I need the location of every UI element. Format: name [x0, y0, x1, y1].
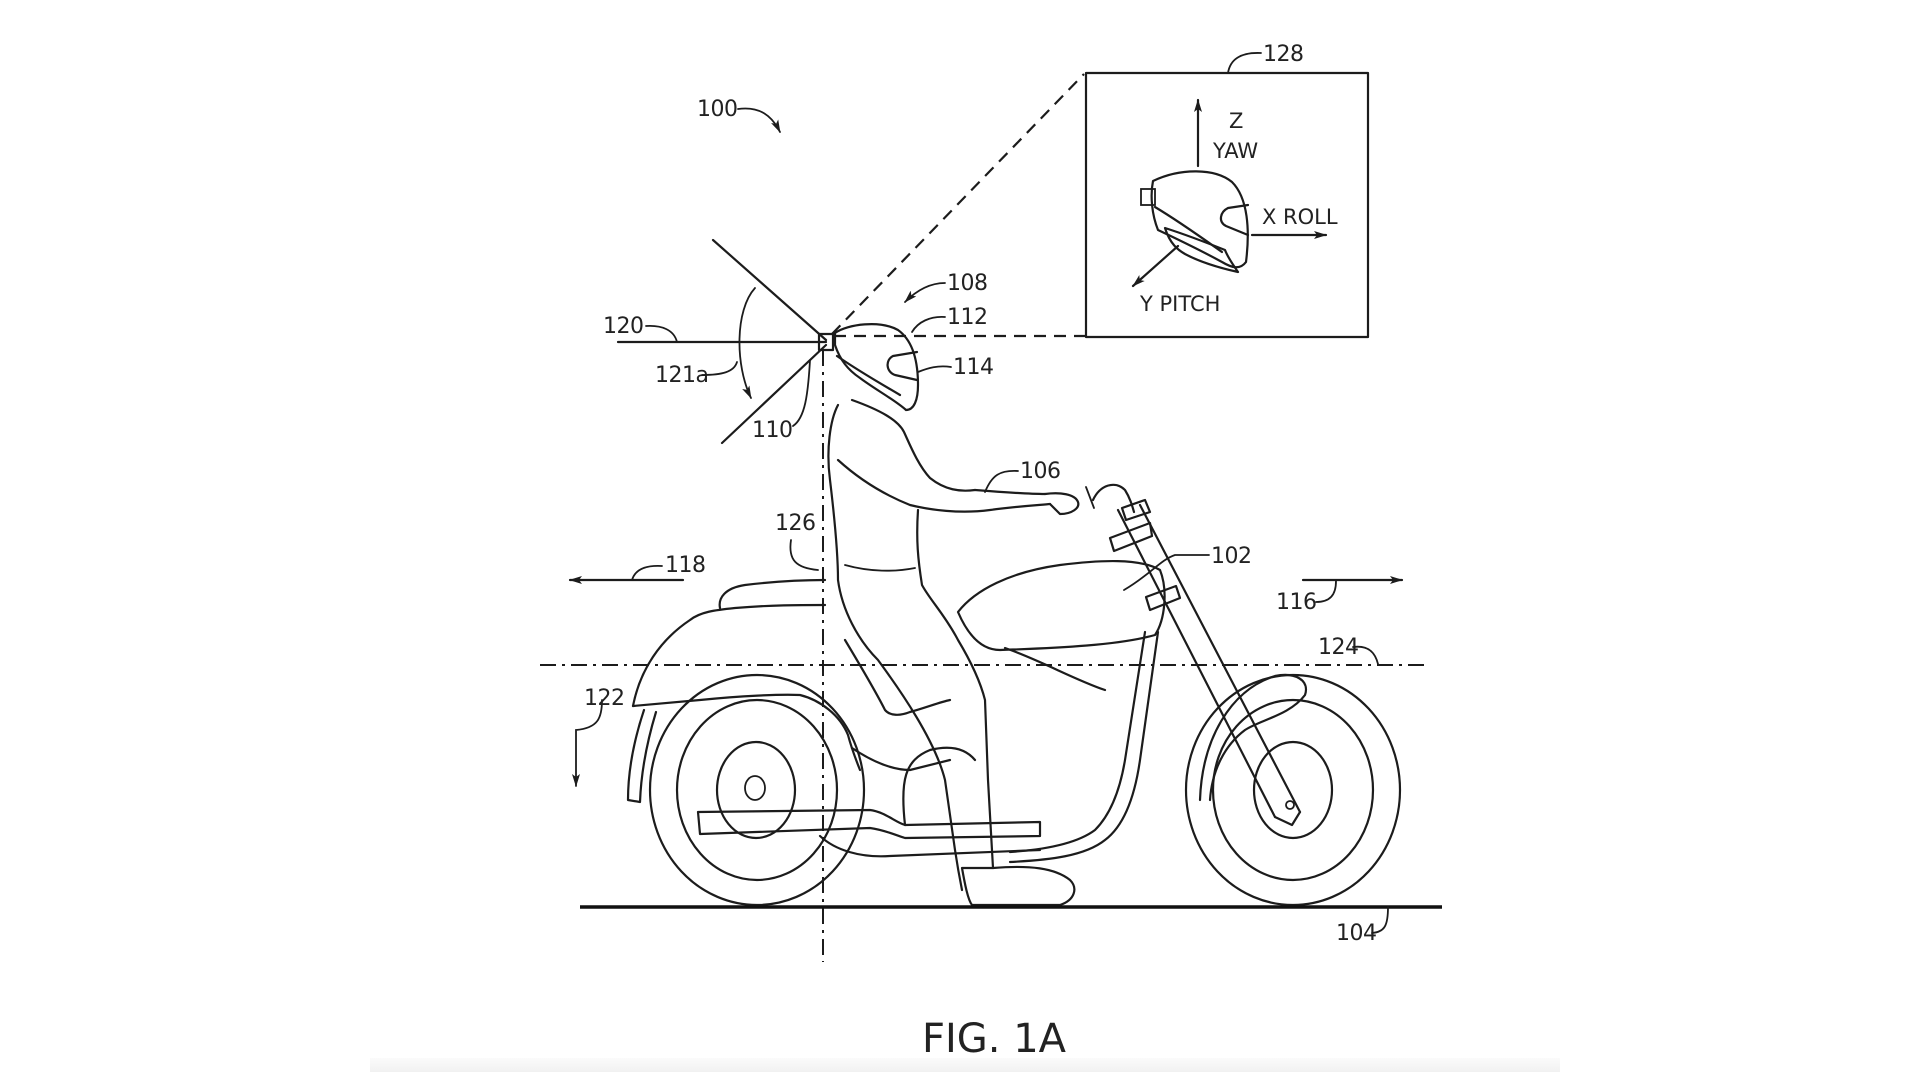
ref-122-text: 122	[584, 686, 625, 711]
ref-102-leader	[1123, 554, 1210, 591]
ref-114-leader	[917, 365, 952, 373]
z-axis-letter: Z	[1229, 109, 1243, 133]
inset-128: 128 Z YAW X ROLL Y PITCH	[1084, 42, 1370, 339]
fov-upper-line	[711, 238, 828, 342]
helmet-shell	[833, 323, 920, 412]
label-100: 100	[697, 97, 781, 133]
rear-seat	[718, 578, 827, 610]
triple-clamp-upper	[1108, 521, 1154, 553]
fork-tube-right	[1138, 503, 1302, 814]
y-axis-arrow	[1131, 244, 1180, 288]
tank-bottom	[1003, 646, 1107, 692]
helmet-strap	[835, 354, 902, 397]
handlebar	[1091, 483, 1136, 514]
rear-fender-lower	[631, 693, 862, 772]
hand-grip	[1085, 486, 1095, 509]
front-rim	[1211, 698, 1375, 882]
ref-120-leader	[645, 325, 678, 343]
ref-100-arrow	[737, 107, 781, 133]
ref-116-leader	[1315, 580, 1337, 603]
ref-100-text: 100	[697, 97, 738, 122]
ref-112-text: 112	[947, 305, 988, 330]
seat-front	[843, 638, 952, 716]
inset-frame	[1084, 71, 1370, 339]
page-bottom-edge	[370, 1058, 1560, 1072]
front-axle	[1285, 800, 1295, 810]
ref-120-text: 120	[603, 314, 644, 339]
exhaust-pipe	[696, 808, 1042, 840]
projection-line-diagonal	[831, 73, 1085, 335]
rider-shoulder	[850, 398, 977, 492]
ref-110-leader	[792, 359, 811, 427]
camera-icon	[817, 332, 835, 352]
ref-126-text: 126	[775, 511, 816, 536]
rear-tire	[648, 673, 866, 907]
ref-104-text: 104	[1336, 921, 1377, 946]
fuel-tank	[956, 559, 1166, 652]
ref-114-text: 114	[953, 355, 994, 380]
rider-arm-lower	[836, 458, 1052, 513]
front-hub	[1252, 740, 1334, 840]
ref-121a-text: 121a	[655, 363, 708, 388]
ref-106-text: 106	[1020, 459, 1061, 484]
field-of-view: 120 121a	[603, 238, 828, 445]
rear-fender-top	[631, 603, 827, 708]
rear-axle	[744, 775, 766, 801]
engine-case	[902, 746, 977, 827]
fork-end	[1273, 810, 1302, 827]
motorcycle-102: 102	[626, 483, 1402, 907]
ref-124-leader	[1352, 645, 1379, 665]
fov-angle-arc	[738, 287, 756, 399]
side-cover	[850, 746, 952, 772]
handlebar-clamp	[1120, 498, 1152, 522]
ref-128-leader	[1227, 52, 1262, 74]
y-axis-label: Y PITCH	[1139, 292, 1220, 316]
downward-arrow-122	[572, 699, 603, 787]
ref-121a-leader	[701, 361, 738, 376]
ref-108-arrow	[904, 282, 946, 303]
rear-rim	[675, 698, 839, 882]
rider-jacket-hem	[844, 564, 916, 572]
z-axis-name: YAW	[1212, 139, 1258, 163]
ref-106-leader	[984, 470, 1019, 493]
ref-104-leader	[1371, 906, 1389, 934]
ref-126-leader	[789, 539, 819, 571]
triple-clamp-lower	[1144, 584, 1182, 612]
x-axis-label: X ROLL	[1262, 205, 1338, 229]
rider-front-leg	[916, 508, 995, 870]
rear-fender-flap	[626, 708, 658, 804]
ref-128-text: 128	[1263, 42, 1304, 67]
ref-118-leader	[631, 565, 663, 581]
front-frame-downtube-2	[1008, 630, 1160, 864]
rider-boot	[960, 865, 1076, 907]
ref-118-text: 118	[665, 553, 706, 578]
helmet-visor	[886, 350, 919, 382]
rider-106: 106	[827, 323, 1080, 907]
inset-helmet-icon	[1140, 170, 1250, 274]
rider-glove	[1043, 492, 1080, 516]
rider-arm-upper	[973, 488, 1047, 496]
figure-caption: FIG. 1A	[922, 1016, 1067, 1062]
exhaust-lower	[818, 834, 1042, 858]
front-tire	[1184, 673, 1402, 907]
ref-102-text: 102	[1211, 544, 1252, 569]
ref-112-leader	[911, 316, 946, 333]
front-fender	[1198, 673, 1308, 802]
ref-116-text: 116	[1276, 590, 1317, 615]
ref-124-text: 124	[1318, 635, 1359, 660]
rear-hub	[715, 740, 797, 840]
ref-110-text: 110	[752, 418, 793, 443]
ref-108-text: 108	[947, 271, 988, 296]
fov-lower-line	[720, 343, 828, 445]
fork-tube-left	[1116, 508, 1277, 819]
